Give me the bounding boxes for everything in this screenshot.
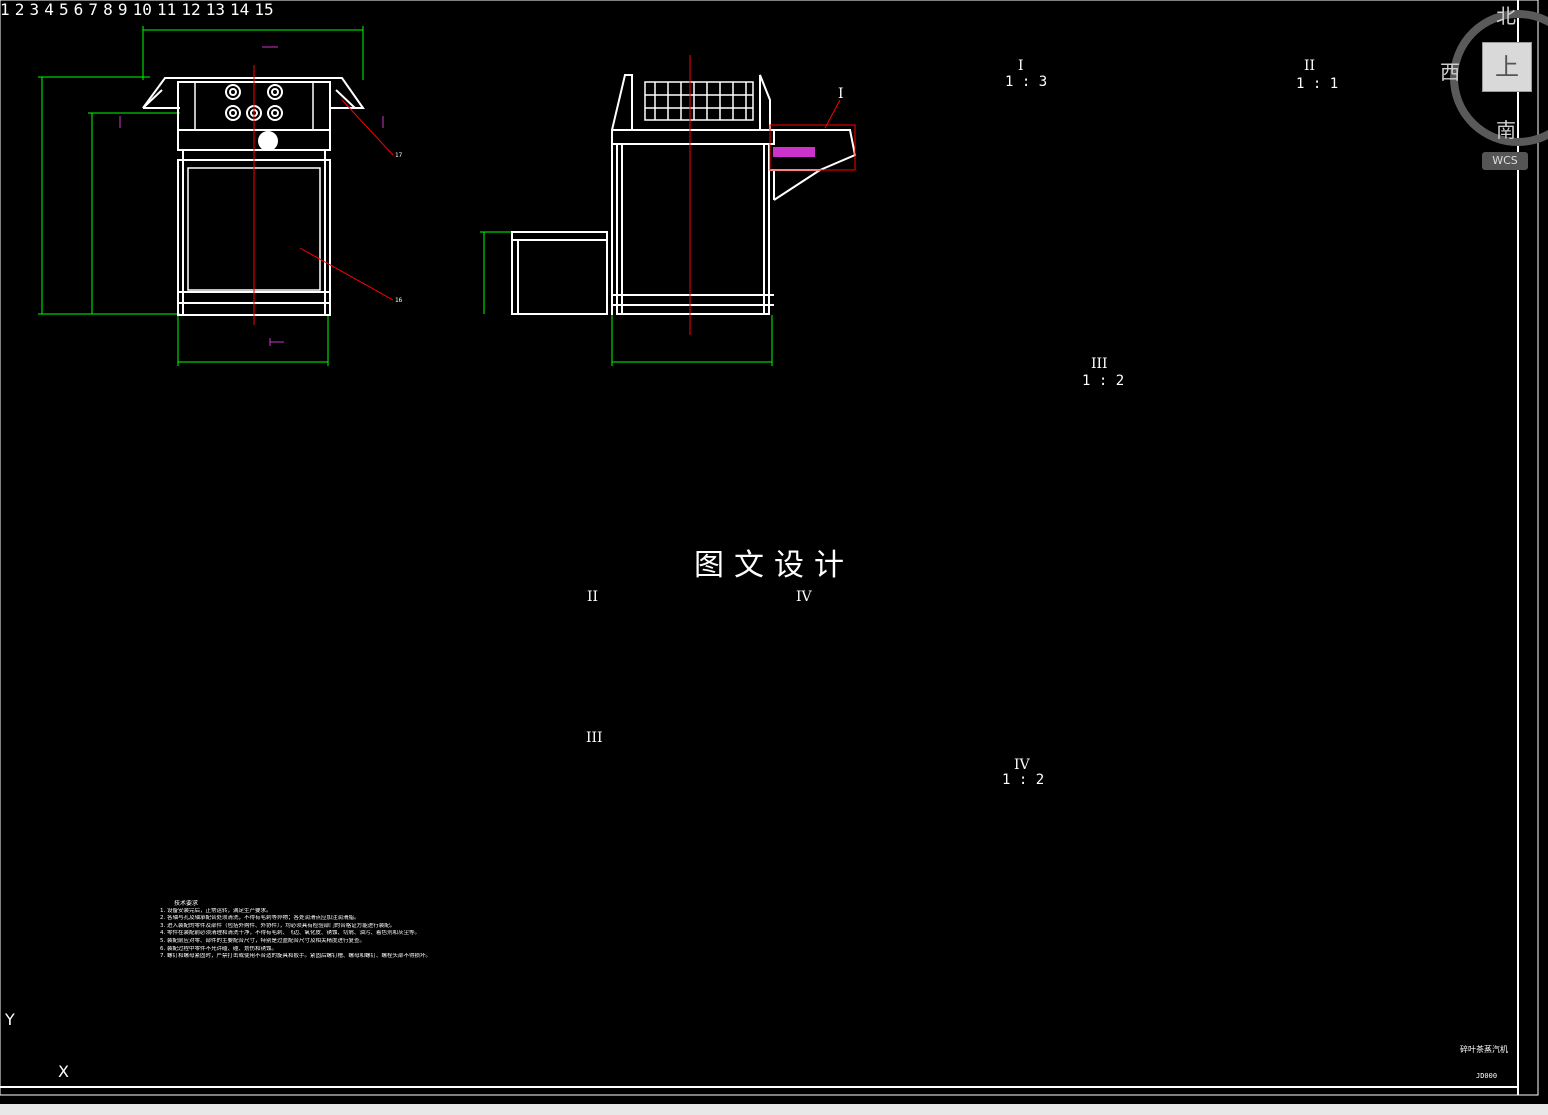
section-II-title: II: [1304, 58, 1316, 74]
balloon-3: 3: [29, 0, 40, 19]
viewcube-compass-ring[interactable]: [1450, 10, 1548, 146]
balloon-12: 12: [181, 0, 201, 19]
drawing-frame: [0, 0, 1539, 1096]
tech-note-line: 4. 零件在装配前必须清理和清洗干净，不得有毛刺、飞边、氧化皮、锈蚀、切屑、油污…: [160, 930, 420, 937]
section-III-leader-label: III: [586, 730, 603, 746]
balloon-15: 15: [254, 0, 274, 19]
section-IV-title: IV: [1014, 757, 1030, 773]
side-section-I-label: I: [838, 86, 844, 102]
compass-north[interactable]: 北: [1496, 4, 1516, 28]
technical-requirements: 技术要求 1. 设备安装完后，正常运转，满足生产要求。 2. 各轴与孔及轴承配合…: [160, 900, 480, 961]
drawing-number: JD000: [1476, 1072, 1498, 1080]
balloon-4: 4: [44, 0, 54, 19]
balloon-10: 10: [132, 0, 152, 19]
tech-note-line: 1. 设备安装完后，正常运转，满足生产要求。: [160, 907, 272, 914]
balloon-5: 5: [58, 0, 69, 19]
compass-south[interactable]: 南: [1496, 118, 1516, 142]
balloon-7: 7: [88, 0, 99, 19]
watermark-text: 图文设计: [694, 548, 854, 583]
balloon-9: 9: [117, 0, 128, 19]
viewcube[interactable]: 上 北 西 南 WCS: [1440, 0, 1548, 175]
balloon-11: 11: [156, 0, 177, 19]
compass-west[interactable]: 西: [1440, 60, 1460, 84]
section-IV-leader-label: IV: [796, 589, 812, 605]
section-IV-scale: 1 : 2: [1002, 772, 1045, 788]
ucs-x-label: X: [58, 1062, 69, 1081]
section-I-scale: 1 : 3: [1005, 74, 1048, 90]
front-view: [38, 26, 394, 366]
section-III-title: III: [1091, 356, 1108, 372]
balloon-14: 14: [230, 0, 250, 19]
section-III-scale: 1 : 2: [1082, 373, 1125, 389]
viewcube-top-face[interactable]: 上: [1482, 42, 1532, 92]
balloon-6: 6: [73, 0, 84, 19]
balloon-8: 8: [103, 0, 113, 19]
tech-note-line: 6. 装配过程中零件不允许磕、碰、划伤和锈蚀。: [160, 945, 277, 952]
drawing-name: 碎叶茶蒸汽机: [1460, 1045, 1508, 1054]
balloon-2: 2: [14, 0, 25, 19]
tech-note-line: 5. 装配前应对零、部件的主要配合尺寸，特别是过盈配合尺寸及相关精度进行复查。: [160, 937, 365, 944]
tech-note-line: 2. 各轴与孔及轴承配合处须清洗，不得有毛刺等异物；各处润滑点应加注润滑脂。: [160, 915, 360, 922]
section-II-scale: 1 : 1: [1296, 76, 1339, 92]
tech-note-line: 3. 进入装配的零件及部件（包括外购件、外协件），均必须具有检验部门的合格证方能…: [160, 922, 396, 929]
tech-notes-title: 技术要求: [174, 900, 199, 907]
balloon-16: 16: [395, 297, 403, 304]
balloon-13: 13: [205, 0, 225, 19]
balloon-1: 1: [0, 0, 10, 19]
side-view: [480, 55, 857, 366]
ucs-y-label: Y: [5, 1010, 15, 1029]
section-II-leader-label: II: [587, 589, 599, 605]
balloon-17: 17: [395, 152, 403, 159]
bottom-status-strip: [0, 1104, 1548, 1115]
section-I-title: I: [1018, 58, 1024, 74]
tech-note-line: 7. 螺钉和螺母紧固时，严禁打击或使用不合适的旋具和扳手。紧固后螺钉槽、螺母和螺…: [160, 953, 431, 960]
wcs-menu-button[interactable]: WCS: [1482, 152, 1528, 170]
